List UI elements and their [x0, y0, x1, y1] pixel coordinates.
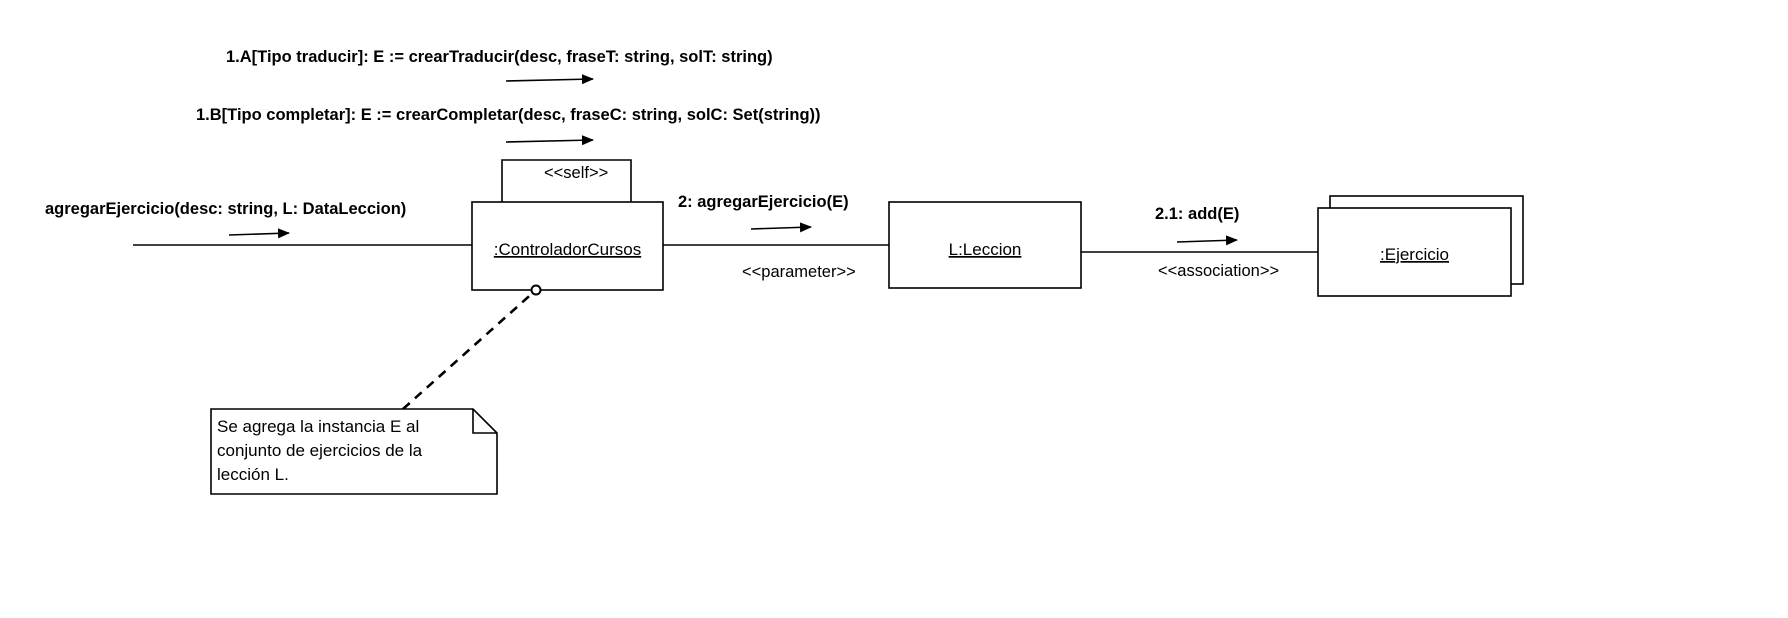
message-2-arrow	[750, 222, 812, 233]
leccion-object[interactable]	[888, 201, 1082, 289]
entry-message-arrow	[228, 228, 290, 239]
parameter-stereotype: <<parameter>>	[742, 263, 856, 281]
message-21-label: 2.1: add(E)	[1155, 205, 1239, 223]
controlador-cursos-name: :ControladorCursos	[494, 240, 641, 259]
controlador-cursos-object[interactable]	[471, 201, 664, 291]
ejercicio-object[interactable]	[1317, 207, 1512, 297]
self-link	[501, 159, 632, 202]
message-21-arrow	[1176, 235, 1238, 246]
leccion-name: L:Leccion	[949, 240, 1022, 259]
note-fold	[472, 409, 497, 434]
note-line-3: lección L.	[217, 465, 289, 484]
message-1a-arrow	[505, 74, 594, 85]
message-1b-label: 1.B[Tipo completar]: E := crearCompletar…	[196, 106, 821, 124]
message-1a-label: 1.A[Tipo traducir]: E := crearTraducir(d…	[226, 48, 773, 66]
note-line-2: conjunto de ejercicios de la	[217, 441, 423, 460]
note-line-1: Se agrega la instancia E al	[217, 417, 419, 436]
note-anchor	[530, 284, 542, 296]
message-2-label: 2: agregarEjercicio(E)	[678, 193, 849, 211]
ejercicio-name: :Ejercicio	[1380, 245, 1449, 264]
note-connector	[402, 289, 537, 410]
entry-message-label: agregarEjercicio(desc: string, L: DataLe…	[45, 200, 406, 218]
self-stereotype: <<self>>	[544, 164, 608, 182]
association-stereotype: <<association>>	[1158, 262, 1279, 280]
message-1b-arrow	[505, 135, 594, 146]
note-box	[210, 408, 498, 495]
